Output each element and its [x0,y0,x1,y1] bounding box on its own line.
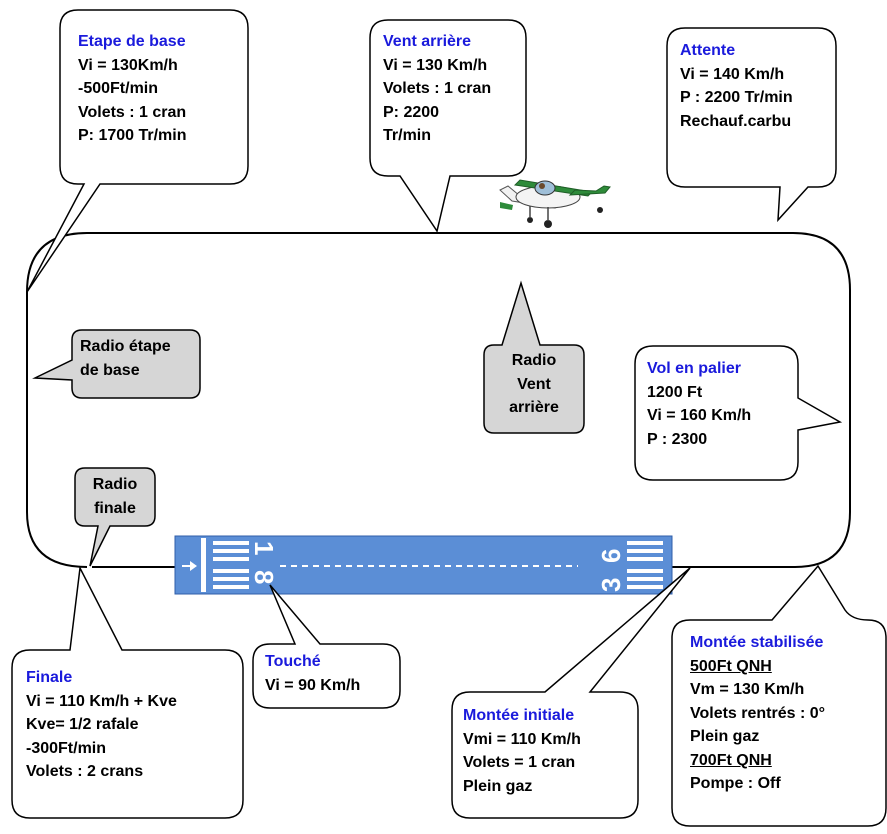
callout-line: Plein gaz [463,777,533,795]
callout-montee-initiale-bubble [451,567,691,819]
runway-number-18-bottom: 8 [249,570,279,584]
callout-title: Touché [265,653,321,670]
callout-line: Kve= 1/2 rafale [26,716,139,733]
callout-title: Etape de base [78,33,186,50]
callout-line: Volets = 1 cran [463,754,576,771]
callout-title: Vol en palier [647,360,741,377]
callout-line: -500Ft/min [78,80,159,97]
callout-line: 500Ft QNH [690,657,772,675]
callout-line: Volets : 2 crans [26,763,144,780]
runway-number-18-top: 1 [249,541,279,555]
radio-line: arrière [509,399,559,416]
callout-line: Vi = 110 Km/h + Kve [26,692,177,710]
radio-line: Radio étape [80,338,171,355]
radio-finale-bubble [74,467,156,567]
callout-line: P : 2300 [647,430,708,448]
callout-line: Vi = 130 Km/h [383,56,488,74]
radio-line: de base [80,361,140,379]
radio-vent-arriere: Radio Vent arrière [484,349,584,420]
callout-finale-bubble [11,565,244,819]
callout-vol-palier-bubble [634,345,843,481]
callout-vol-palier: Vol en palier 1200 Ft Vi = 160 Km/h P : … [647,357,751,451]
callout-line: Pompe : Off [690,775,781,792]
callout-line: Plein gaz [690,728,760,745]
callout-line: Tr/min [383,127,432,144]
callout-montee-initiale: Montée initiale Vmi = 110 Km/h Volets = … [463,704,581,798]
callout-attente-bubble [666,27,837,223]
runway: 1 8 3 6 [174,535,673,595]
callout-line: -300Ft/min [26,739,107,757]
callout-line: P : 2200 Tr/min [680,89,793,106]
callout-line: Volets : 1 cran [78,103,187,121]
runway-number-36-bottom: 6 [596,549,626,563]
callout-title: Vent arrière [383,33,472,50]
callout-line: P: 2200 [383,103,440,121]
callout-title: Finale [26,669,73,686]
radio-etape-base: Radio étape de base [80,335,171,382]
radio-line: Vent [517,375,551,393]
callout-title: Montée stabilisée [690,634,824,651]
callout-touche: Touché Vi = 90 Km/h [265,650,360,697]
callout-line: P: 1700 Tr/min [78,127,187,144]
radio-line: finale [94,499,136,517]
callout-line: Vmi = 110 Km/h [463,730,581,748]
callout-line: Vi = 130Km/h [78,56,178,74]
callout-line: Vi = 160 Km/h [647,407,752,424]
callout-etape-base: Etape de base Vi = 130Km/h -500Ft/min Vo… [78,30,187,148]
callout-montee-stabilisee: Montée stabilisée 500Ft QNH Vm = 130 Km/… [690,631,825,796]
callout-line: Rechauf.carbu [680,112,792,130]
aircraft-icon [499,179,611,228]
callout-vent-arriere-bubble [369,19,527,233]
callout-line: Vm = 130 Km/h [690,681,805,698]
callout-attente: Attente Vi = 140 Km/h P : 2200 Tr/min Re… [680,39,793,133]
radio-vent-arriere-bubble [483,280,585,434]
callout-vent-arriere: Vent arrière Vi = 130 Km/h Volets : 1 cr… [383,30,491,148]
callout-etape-base-bubble [26,9,249,293]
callout-title: Montée initiale [463,707,575,724]
callout-line: Volets : 1 cran [383,80,492,97]
callout-line: Volets rentrés : 0° [690,704,826,722]
traffic-pattern-circuit [26,232,851,568]
callout-montee-stabilisee-bubble [671,564,887,827]
callout-line: 700Ft QNH [690,751,772,769]
callout-touche-bubble [252,584,401,709]
callout-line: Vi = 140 Km/h [680,65,785,83]
radio-finale: Radio finale [75,473,155,520]
radio-line: Radio [511,352,557,369]
radio-etape-base-bubble [32,329,201,399]
radio-line: Radio [92,476,138,493]
runway-number-36-top: 3 [596,578,626,592]
callout-finale: Finale Vi = 110 Km/h + Kve Kve= 1/2 rafa… [26,666,177,784]
callout-line: Vi = 90 Km/h [265,676,361,694]
callout-line: 1200 Ft [647,383,703,401]
callout-title: Attente [680,42,736,59]
